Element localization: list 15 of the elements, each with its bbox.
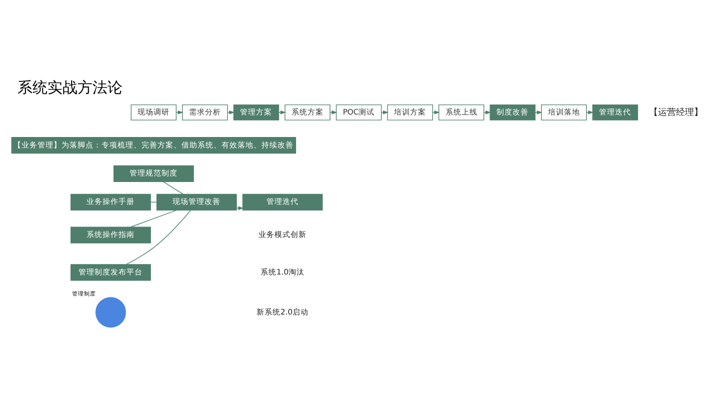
label: 【运营经理】	[649, 107, 704, 118]
arrow	[586, 110, 594, 114]
node-circle	[95, 296, 126, 328]
arrow	[227, 110, 235, 114]
arrow	[432, 110, 440, 114]
arrow	[330, 110, 338, 114]
arrow	[484, 110, 492, 114]
arrow	[381, 110, 389, 114]
arrow	[534, 110, 542, 114]
arrow	[278, 110, 286, 114]
diagram-title: 系统实战方法论	[18, 78, 123, 96]
arrow	[176, 110, 184, 114]
connector	[163, 180, 184, 194]
connector	[126, 209, 192, 264]
connector	[130, 209, 178, 227]
